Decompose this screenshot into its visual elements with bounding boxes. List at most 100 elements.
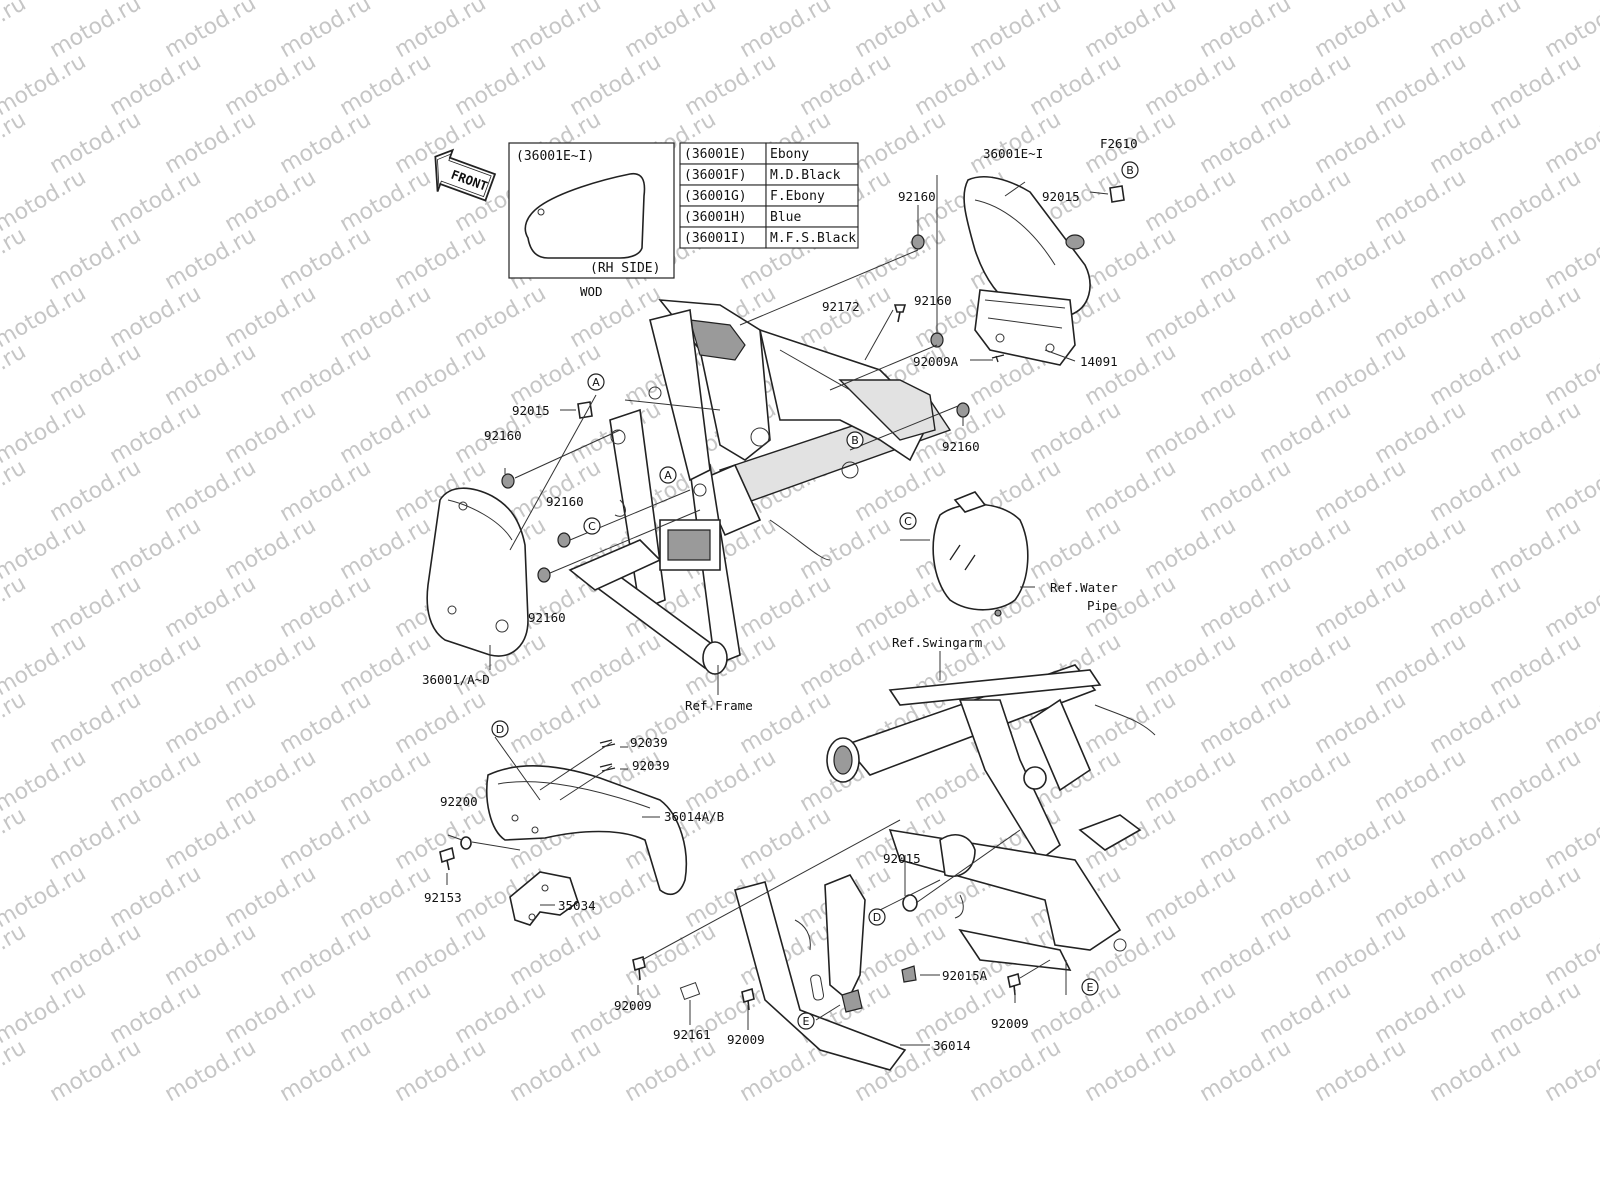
washer-92160-f <box>537 567 551 583</box>
callout-C-right: C <box>899 512 917 530</box>
label-36001A-D: 36001/A~D <box>422 672 490 687</box>
washer-92160-d <box>501 473 515 489</box>
label-92009-a: 92009 <box>614 998 652 1013</box>
lower-cover-36014 <box>734 874 907 1071</box>
callout-D-mid: D <box>868 908 886 926</box>
diagram-id: F2610 <box>1100 136 1138 151</box>
label-92015-left: 92015 <box>512 403 550 418</box>
label-92009-b: 92009 <box>727 1032 765 1047</box>
side-cover-rh-icon <box>524 172 646 259</box>
svg-text:B: B <box>1126 164 1134 177</box>
color-code: (36001I) <box>684 231 747 246</box>
label-92009-c: 92009 <box>991 1016 1029 1031</box>
chain-cover-36014AB <box>486 765 688 896</box>
water-pipe-part <box>932 491 1029 617</box>
right-side-cover <box>963 176 1091 316</box>
label-92160-a: 92160 <box>898 189 936 204</box>
clip-92015A <box>901 965 917 983</box>
label-36014: 36014 <box>933 1038 971 1053</box>
inset-side-label: (RH SIDE) <box>590 261 660 276</box>
clip-92039-b <box>599 763 616 772</box>
label-92039-b: 92039 <box>632 758 670 773</box>
label-92160-e: 92160 <box>546 494 584 509</box>
color-table-row: (36001F) M.D.Black <box>679 163 859 186</box>
callout-B-frame: B <box>846 431 864 449</box>
grommet-92015-left <box>577 401 593 419</box>
label-92015-mid: 92015 <box>883 851 921 866</box>
screw-92172 <box>893 304 907 323</box>
color-name: M.D.Black <box>770 168 841 183</box>
label-ref-swingarm: Ref.Swingarm <box>892 635 982 650</box>
screw-92009A <box>991 354 1005 363</box>
color-code: (36001E) <box>684 147 747 162</box>
inset-note: WOD <box>580 284 603 299</box>
callout-B-top: B <box>1121 161 1139 179</box>
label-92015A: 92015A <box>942 968 988 983</box>
washer-92160-e <box>557 532 571 548</box>
leader-lines <box>446 175 1109 1046</box>
callout-E-lower: E <box>797 1012 815 1030</box>
color-table-row: (36001G) F.Ebony <box>679 184 859 207</box>
inset-title: (36001E~I) <box>516 149 594 164</box>
label-36014A-B: 36014A/B <box>664 809 724 824</box>
svg-text:D: D <box>873 911 881 924</box>
svg-text:C: C <box>588 520 596 533</box>
bolt-92009-c <box>1007 972 1021 996</box>
callout-E-right: E <box>1081 978 1099 996</box>
label-92039-a: 92039 <box>630 735 668 750</box>
washer-92200 <box>460 836 472 850</box>
part-labels: 36001E~I 92015 92160 92172 92160 92009A … <box>422 146 1118 1053</box>
label-92200: 92200 <box>440 794 478 809</box>
color-name: Ebony <box>770 147 809 162</box>
color-name: Blue <box>770 210 801 225</box>
label-ref-water-2: Pipe <box>1087 598 1117 613</box>
label-92160-c: 92160 <box>942 439 980 454</box>
color-table-row: (36001E) Ebony <box>679 142 859 165</box>
svg-text:B: B <box>851 434 859 447</box>
svg-text:A: A <box>664 469 672 482</box>
bracket-14091 <box>974 289 1076 366</box>
pad-92161 <box>679 981 701 1001</box>
callout-D-top: D <box>491 720 509 738</box>
callout-A-left: A <box>587 373 605 391</box>
fasteners <box>439 185 1125 1011</box>
bracket-35034 <box>509 871 579 926</box>
label-35034: 35034 <box>558 898 596 913</box>
callout-C-left: C <box>583 517 601 535</box>
label-14091: 14091 <box>1080 354 1118 369</box>
color-code: (36001H) <box>684 210 747 225</box>
washer-92160-b <box>930 332 944 348</box>
left-side-cover <box>426 487 529 657</box>
svg-text:E: E <box>803 1015 810 1028</box>
washer-92160-a <box>911 234 925 250</box>
clip-92039-a <box>599 739 616 748</box>
bolt-92009-a <box>632 955 646 981</box>
color-name: M.F.S.Black <box>770 231 856 246</box>
grommet-92015-top <box>1109 185 1125 203</box>
color-code: (36001G) <box>684 189 747 204</box>
svg-text:C: C <box>904 515 912 528</box>
swingarm-assembly <box>826 664 1156 971</box>
label-92161: 92161 <box>673 1027 711 1042</box>
callout-A-frame: A <box>659 466 677 484</box>
label-92172: 92172 <box>822 299 860 314</box>
front-arrow-icon: FRONT <box>434 148 497 202</box>
label-ref-water-1: Ref.Water <box>1050 580 1118 595</box>
frame-assembly <box>568 299 952 675</box>
color-table-row: (36001I) M.F.S.Black <box>679 226 859 249</box>
label-92009A: 92009A <box>913 354 959 369</box>
svg-text:E: E <box>1087 981 1094 994</box>
svg-text:A: A <box>592 376 600 389</box>
color-name: F.Ebony <box>770 189 825 204</box>
bolt-92153 <box>439 846 455 871</box>
label-36001E-I: 36001E~I <box>983 146 1043 161</box>
svg-text:D: D <box>496 723 504 736</box>
color-code: (36001F) <box>684 168 747 183</box>
color-table: (36001E) Ebony (36001F) M.D.Black (36001G) F.… <box>679 142 859 249</box>
label-ref-frame: Ref.Frame <box>685 698 753 713</box>
label-92015-top: 92015 <box>1042 189 1080 204</box>
inset-box: (36001E~I) (RH SIDE) WOD <box>508 142 675 299</box>
label-92153: 92153 <box>424 890 462 905</box>
washer-92160-c <box>956 402 970 418</box>
